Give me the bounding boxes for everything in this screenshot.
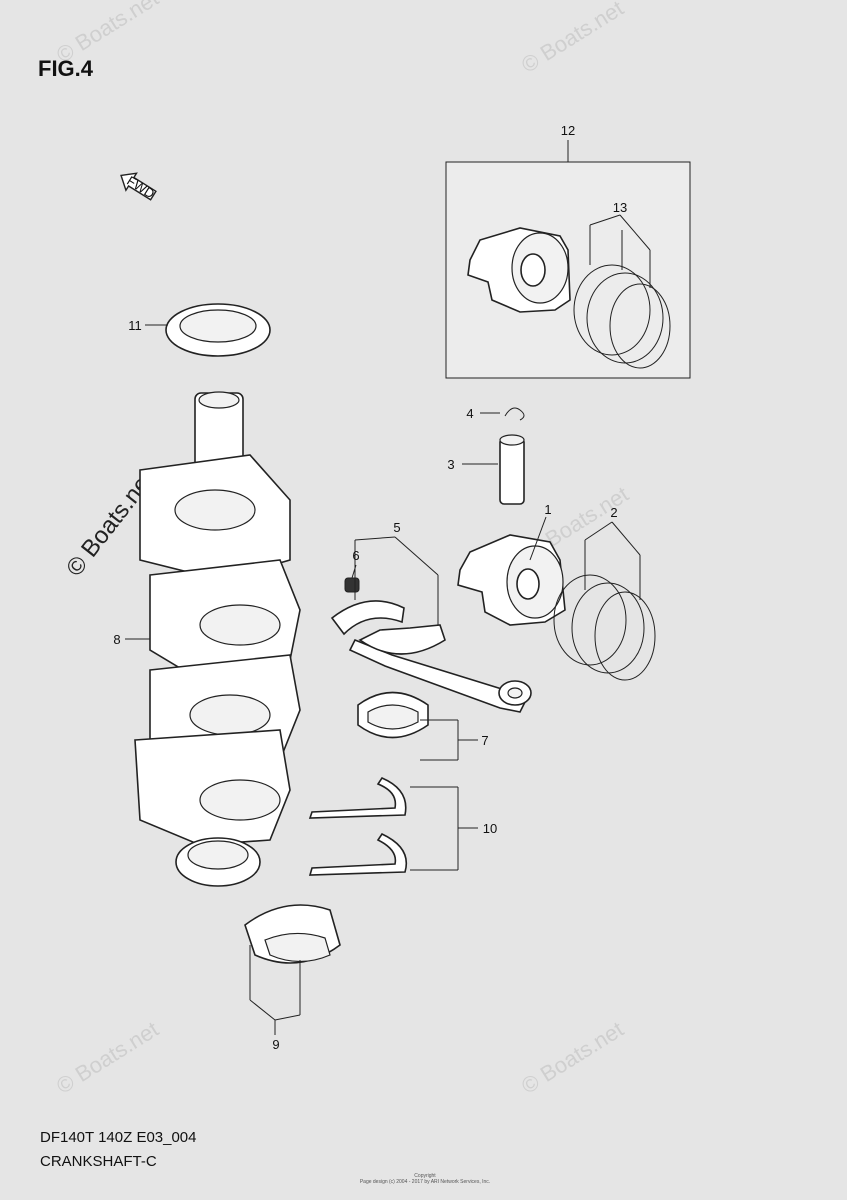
piston bbox=[457, 534, 566, 626]
copyright-notice: Copyright Page design (c) 2004 - 2017 by… bbox=[340, 1173, 510, 1185]
piston-pin bbox=[499, 434, 525, 505]
callout-3: 3 bbox=[447, 457, 454, 472]
copyright-line: Copyright bbox=[414, 1173, 436, 1179]
callout-6: 6 bbox=[352, 548, 359, 563]
callout-2: 2 bbox=[610, 505, 617, 520]
callout-12: 12 bbox=[561, 123, 575, 138]
callout-4: 4 bbox=[466, 406, 473, 421]
leader-lines bbox=[125, 140, 651, 1035]
copyright-line: Page design (c) 2004 - 2017 by ARI Netwo… bbox=[359, 1179, 491, 1185]
callout-7: 7 bbox=[481, 733, 488, 748]
fwd-arrow-icon: FWD bbox=[120, 172, 157, 201]
oil-seal-ring bbox=[165, 303, 271, 357]
model-code: DF140T 140Z E03_004 bbox=[40, 1129, 197, 1146]
callout-11: 11 bbox=[128, 318, 142, 333]
connecting-rod bbox=[330, 577, 532, 713]
crankshaft bbox=[134, 391, 301, 887]
callout-9: 9 bbox=[272, 1037, 279, 1052]
section-name: CRANKSHAFT-C bbox=[40, 1153, 157, 1170]
callout-5: 5 bbox=[393, 520, 400, 535]
main-bearing bbox=[244, 904, 341, 964]
piston-kit bbox=[467, 227, 671, 369]
callout-13: 13 bbox=[613, 200, 627, 215]
con-rod-bearing bbox=[357, 691, 429, 739]
thrust-washers bbox=[308, 777, 407, 876]
callout-1: 1 bbox=[544, 502, 551, 517]
callout-10: 10 bbox=[483, 821, 497, 836]
snap-ring bbox=[504, 407, 525, 421]
figure-title: FIG.4 bbox=[38, 56, 94, 81]
callout-8: 8 bbox=[113, 632, 120, 647]
piston-rings bbox=[553, 574, 656, 681]
